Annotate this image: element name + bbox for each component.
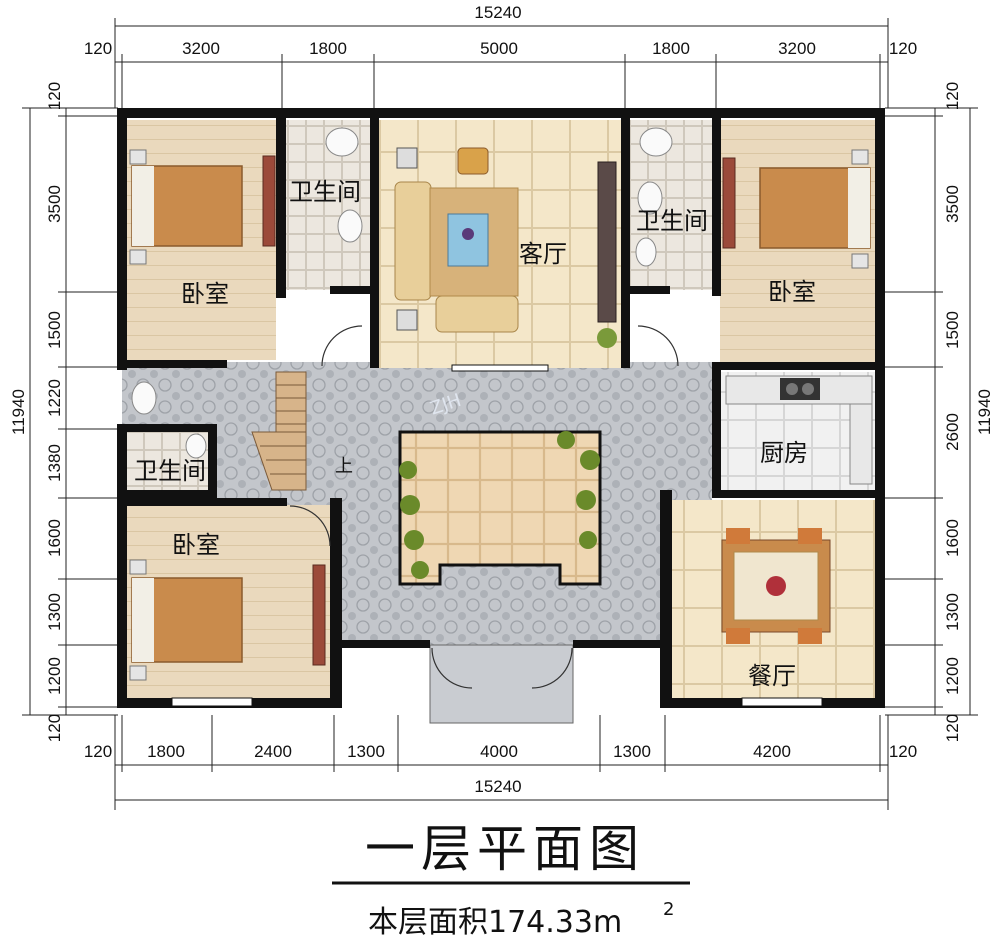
label-bath-n1: 卫生间 bbox=[289, 178, 361, 206]
label-kitchen: 厨房 bbox=[760, 439, 808, 467]
dim-right-total: 11940 bbox=[975, 389, 994, 435]
dim-bottom-1: 1800 bbox=[147, 742, 185, 761]
dim-bottom-4: 4000 bbox=[480, 742, 518, 761]
furniture bbox=[129, 127, 873, 681]
dim-top-total: 15240 bbox=[474, 3, 521, 22]
dim-right-0: 120 bbox=[943, 82, 962, 110]
dim-top-3: 5000 bbox=[480, 39, 518, 58]
label-bedroom-ne: 卧室 bbox=[768, 278, 816, 306]
sofa-icon bbox=[394, 147, 519, 333]
toilet-icon bbox=[635, 127, 673, 267]
dimension-lines bbox=[22, 18, 978, 810]
dim-left-4: 1380 bbox=[45, 444, 64, 482]
dim-top-6: 120 bbox=[889, 39, 917, 58]
label-living: 客厅 bbox=[519, 240, 567, 268]
label-dining: 餐厅 bbox=[748, 662, 796, 690]
wardrobe-icon bbox=[722, 157, 736, 249]
dim-right-5: 1300 bbox=[943, 593, 962, 631]
sink-icon bbox=[131, 381, 207, 459]
dim-left-8: 120 bbox=[45, 714, 64, 742]
dim-left-5: 1600 bbox=[45, 519, 64, 557]
dim-left-3: 1220 bbox=[45, 379, 64, 417]
dim-bottom-6: 4200 bbox=[753, 742, 791, 761]
bed-icon bbox=[759, 149, 871, 269]
wardrobe-icon bbox=[262, 155, 276, 247]
dim-right-1: 3500 bbox=[943, 185, 962, 223]
floor-area-superscript: 2 bbox=[663, 899, 674, 920]
doors bbox=[289, 325, 679, 689]
dim-bottom-2: 2400 bbox=[254, 742, 292, 761]
staircase-icon bbox=[251, 371, 307, 491]
dim-top-1: 3200 bbox=[182, 39, 220, 58]
dim-bottom-7: 120 bbox=[889, 742, 917, 761]
toilet-icon bbox=[325, 127, 363, 243]
dining-table-icon bbox=[721, 528, 831, 644]
bed-icon bbox=[129, 149, 243, 265]
bed-icon bbox=[129, 559, 243, 681]
tv-cabinet-icon bbox=[597, 161, 617, 323]
dim-left-6: 1300 bbox=[45, 593, 64, 631]
dim-left-7: 1200 bbox=[45, 657, 64, 695]
dim-bottom-5: 1300 bbox=[613, 742, 651, 761]
label-bedroom-nw: 卧室 bbox=[181, 280, 229, 308]
dim-left-0: 120 bbox=[45, 82, 64, 110]
label-bath-n2: 卫生间 bbox=[636, 207, 708, 235]
dim-bottom-0: 120 bbox=[84, 742, 112, 761]
dim-top-0: 120 bbox=[84, 39, 112, 58]
dim-right-6: 1200 bbox=[943, 657, 962, 695]
plant-icon bbox=[597, 328, 617, 348]
dim-left-1: 3500 bbox=[45, 185, 64, 223]
label-bedroom-sw: 卧室 bbox=[172, 531, 220, 559]
label-bath-w: 卫生间 bbox=[134, 457, 206, 485]
dim-left-2: 1500 bbox=[45, 311, 64, 349]
label-stairs-up: 上 bbox=[335, 456, 353, 477]
dim-left-total: 11940 bbox=[9, 389, 28, 435]
courtyard-floor bbox=[398, 430, 602, 586]
dim-right-3: 2600 bbox=[943, 413, 962, 451]
dim-right-7: 120 bbox=[943, 714, 962, 742]
plan-title: 一层平面图 bbox=[365, 820, 645, 878]
dim-top-2: 1800 bbox=[309, 39, 347, 58]
dim-top-5: 3200 bbox=[778, 39, 816, 58]
dim-right-4: 1600 bbox=[943, 519, 962, 557]
stove-icon bbox=[725, 375, 873, 485]
windows bbox=[171, 364, 823, 707]
plant-icon bbox=[399, 431, 600, 579]
dim-bottom-total: 15240 bbox=[474, 777, 521, 796]
entrance-porch bbox=[429, 644, 574, 724]
dim-bottom-3: 1300 bbox=[347, 742, 385, 761]
dim-top-4: 1800 bbox=[652, 39, 690, 58]
dim-right-2: 1500 bbox=[943, 311, 962, 349]
wardrobe-icon bbox=[312, 564, 326, 666]
floor-area-label: 本层面积174.33m bbox=[368, 905, 622, 940]
